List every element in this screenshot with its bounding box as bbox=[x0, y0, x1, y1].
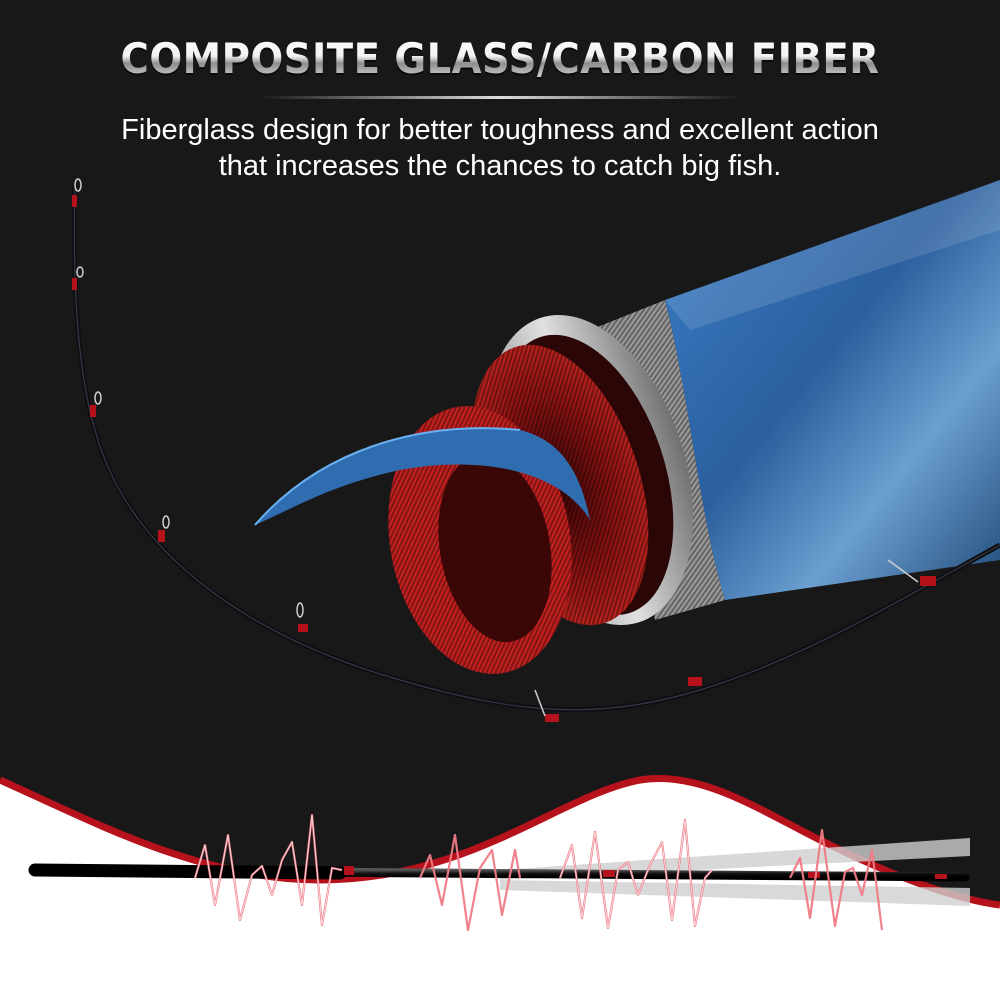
subtitle-line-1: Fiberglass design for better toughness a… bbox=[121, 114, 879, 146]
vibration-waves-inner bbox=[194, 814, 713, 929]
rod-guides bbox=[72, 195, 936, 722]
subtitle-line-2: that increases the chances to catch big … bbox=[218, 150, 782, 182]
subtitle: Fiberglass design for better toughness a… bbox=[0, 112, 1000, 184]
bottom-rod-guides bbox=[344, 866, 947, 879]
page-title-shadow: COMPOSITE GLASS/CARBON FIBER bbox=[40, 36, 960, 85]
blue-outer-layer bbox=[665, 180, 1000, 600]
page-title: COMPOSITE GLASS/CARBON FIBER bbox=[40, 34, 960, 83]
title-divider bbox=[260, 96, 740, 99]
rod-guide-rings bbox=[74, 178, 919, 717]
blue-peeling-ribbon bbox=[255, 428, 590, 525]
